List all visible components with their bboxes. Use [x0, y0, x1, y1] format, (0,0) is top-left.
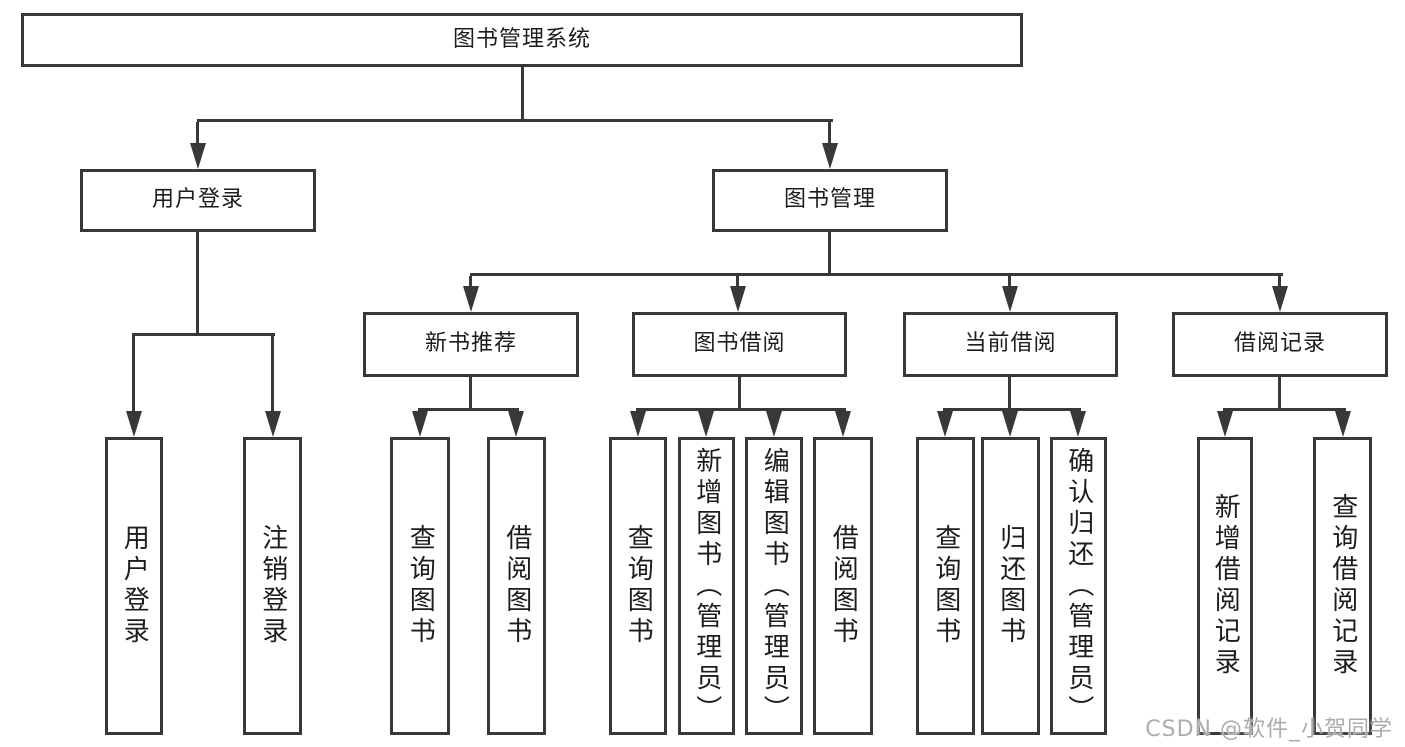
leaf-borrow-books-2-label: 借阅图书: [828, 524, 859, 648]
node-new-book-recommend: 新书推荐: [363, 312, 579, 377]
arrowhead-query-books-1: [412, 411, 428, 437]
connector-new-book-recommend-trunk: [469, 377, 472, 411]
leaf-confirm-return-admin: 确认归还（管理员）: [1050, 437, 1107, 735]
node-user-login-label: 用户登录: [151, 187, 244, 213]
node-book-borrow-label: 图书借阅: [693, 331, 786, 357]
connector-user-login-trunk: [196, 232, 199, 336]
node-borrow-records-label: 借阅记录: [1233, 331, 1326, 357]
leaf-query-borrow-record: 查询借阅记录: [1313, 437, 1372, 735]
arrowhead-user-login: [190, 143, 206, 169]
connector-current-borrow-trunk: [1008, 377, 1011, 411]
connector-book-borrow-trunk: [738, 377, 741, 411]
arrowhead-confirm-return-admin: [1070, 411, 1086, 437]
leaf-query-books-1: 查询图书: [390, 437, 450, 735]
leaf-borrow-books-2: 借阅图书: [813, 437, 873, 735]
leaf-return-books-label: 归还图书: [995, 524, 1026, 648]
connector-drop-borrow-records: [1278, 276, 1281, 286]
node-book-management: 图书管理: [712, 169, 948, 232]
csdn-watermark: CSDN @软件_小贺同学: [1145, 717, 1393, 742]
connector-drop-leaf-user-login: [132, 336, 135, 411]
leaf-borrow-books-1-label: 借阅图书: [501, 524, 532, 648]
arrowhead-leaf-user-login: [126, 411, 142, 437]
leaf-confirm-return-admin-label: 确认归还（管理员）: [1063, 446, 1094, 726]
arrowhead-current-borrow: [1002, 286, 1018, 312]
connector-drop-book-borrow: [736, 276, 739, 286]
leaf-add-borrow-record: 新增借阅记录: [1197, 437, 1253, 735]
node-current-borrow-label: 当前借阅: [964, 331, 1057, 357]
arrowhead-borrow-records: [1272, 286, 1288, 312]
connector-borrow-records-bar: [1223, 408, 1346, 411]
arrowhead-return-books: [1002, 411, 1018, 437]
connector-user-login-bar: [132, 333, 275, 336]
connector-current-borrow-bar: [943, 408, 1081, 411]
connector-level2-bar: [470, 273, 1283, 276]
leaf-user-login-label: 用户登录: [119, 524, 150, 648]
connector-drop-book-management: [828, 122, 831, 143]
leaf-add-borrow-record-label: 新增借阅记录: [1210, 493, 1241, 679]
leaf-add-books-admin: 新增图书（管理员）: [678, 437, 735, 735]
connector-borrow-records-trunk: [1278, 377, 1281, 411]
leaf-edit-books-admin: 编辑图书（管理员）: [745, 437, 803, 735]
connector-root-trunk: [521, 67, 524, 122]
leaf-query-books-3: 查询图书: [916, 437, 975, 735]
node-current-borrow: 当前借阅: [903, 312, 1118, 377]
node-book-borrow: 图书借阅: [632, 312, 847, 377]
connector-drop-leaf-logout: [271, 336, 274, 411]
connector-new-book-recommend-bar: [418, 408, 519, 411]
arrowhead-book-borrow: [730, 286, 746, 312]
leaf-query-books-2: 查询图书: [609, 437, 667, 735]
arrowhead-add-borrow-record: [1217, 411, 1233, 437]
arrowhead-book-management: [822, 143, 838, 169]
leaf-return-books: 归还图书: [981, 437, 1040, 735]
arrowhead-query-borrow-record: [1335, 411, 1351, 437]
node-root: 图书管理系统: [21, 13, 1023, 67]
node-new-book-recommend-label: 新书推荐: [424, 331, 517, 357]
arrowhead-edit-books-admin: [766, 411, 782, 437]
leaf-query-books-1-label: 查询图书: [405, 524, 436, 648]
leaf-edit-books-admin-label: 编辑图书（管理员）: [759, 446, 790, 726]
connector-book-management-trunk: [828, 232, 831, 276]
leaf-query-borrow-record-label: 查询借阅记录: [1327, 493, 1358, 679]
connector-drop-current-borrow: [1008, 276, 1011, 286]
leaf-add-books-admin-label: 新增图书（管理员）: [691, 446, 722, 726]
arrowhead-borrow-books-2: [835, 411, 851, 437]
leaf-borrow-books-1: 借阅图书: [487, 437, 546, 735]
connector-book-borrow-bar: [636, 408, 846, 411]
arrowhead-add-books-admin: [698, 411, 714, 437]
leaf-logout: 注销登录: [243, 437, 302, 735]
leaf-query-books-3-label: 查询图书: [930, 524, 961, 648]
node-user-login: 用户登录: [80, 169, 316, 232]
leaf-user-login: 用户登录: [105, 437, 163, 735]
arrowhead-query-books-2: [630, 411, 646, 437]
arrowhead-borrow-books-1: [508, 411, 524, 437]
connector-level1-bar: [197, 119, 833, 122]
node-book-management-label: 图书管理: [783, 187, 876, 213]
connector-drop-user-login: [196, 122, 199, 143]
arrowhead-leaf-logout: [265, 411, 281, 437]
arrowhead-query-books-3: [937, 411, 953, 437]
node-borrow-records: 借阅记录: [1172, 312, 1388, 377]
connector-drop-new-book-recommend: [469, 276, 472, 286]
arrowhead-new-book-recommend: [463, 286, 479, 312]
node-root-label: 图书管理系统: [452, 26, 591, 52]
leaf-query-books-2-label: 查询图书: [623, 524, 654, 648]
leaf-logout-label: 注销登录: [257, 524, 288, 648]
